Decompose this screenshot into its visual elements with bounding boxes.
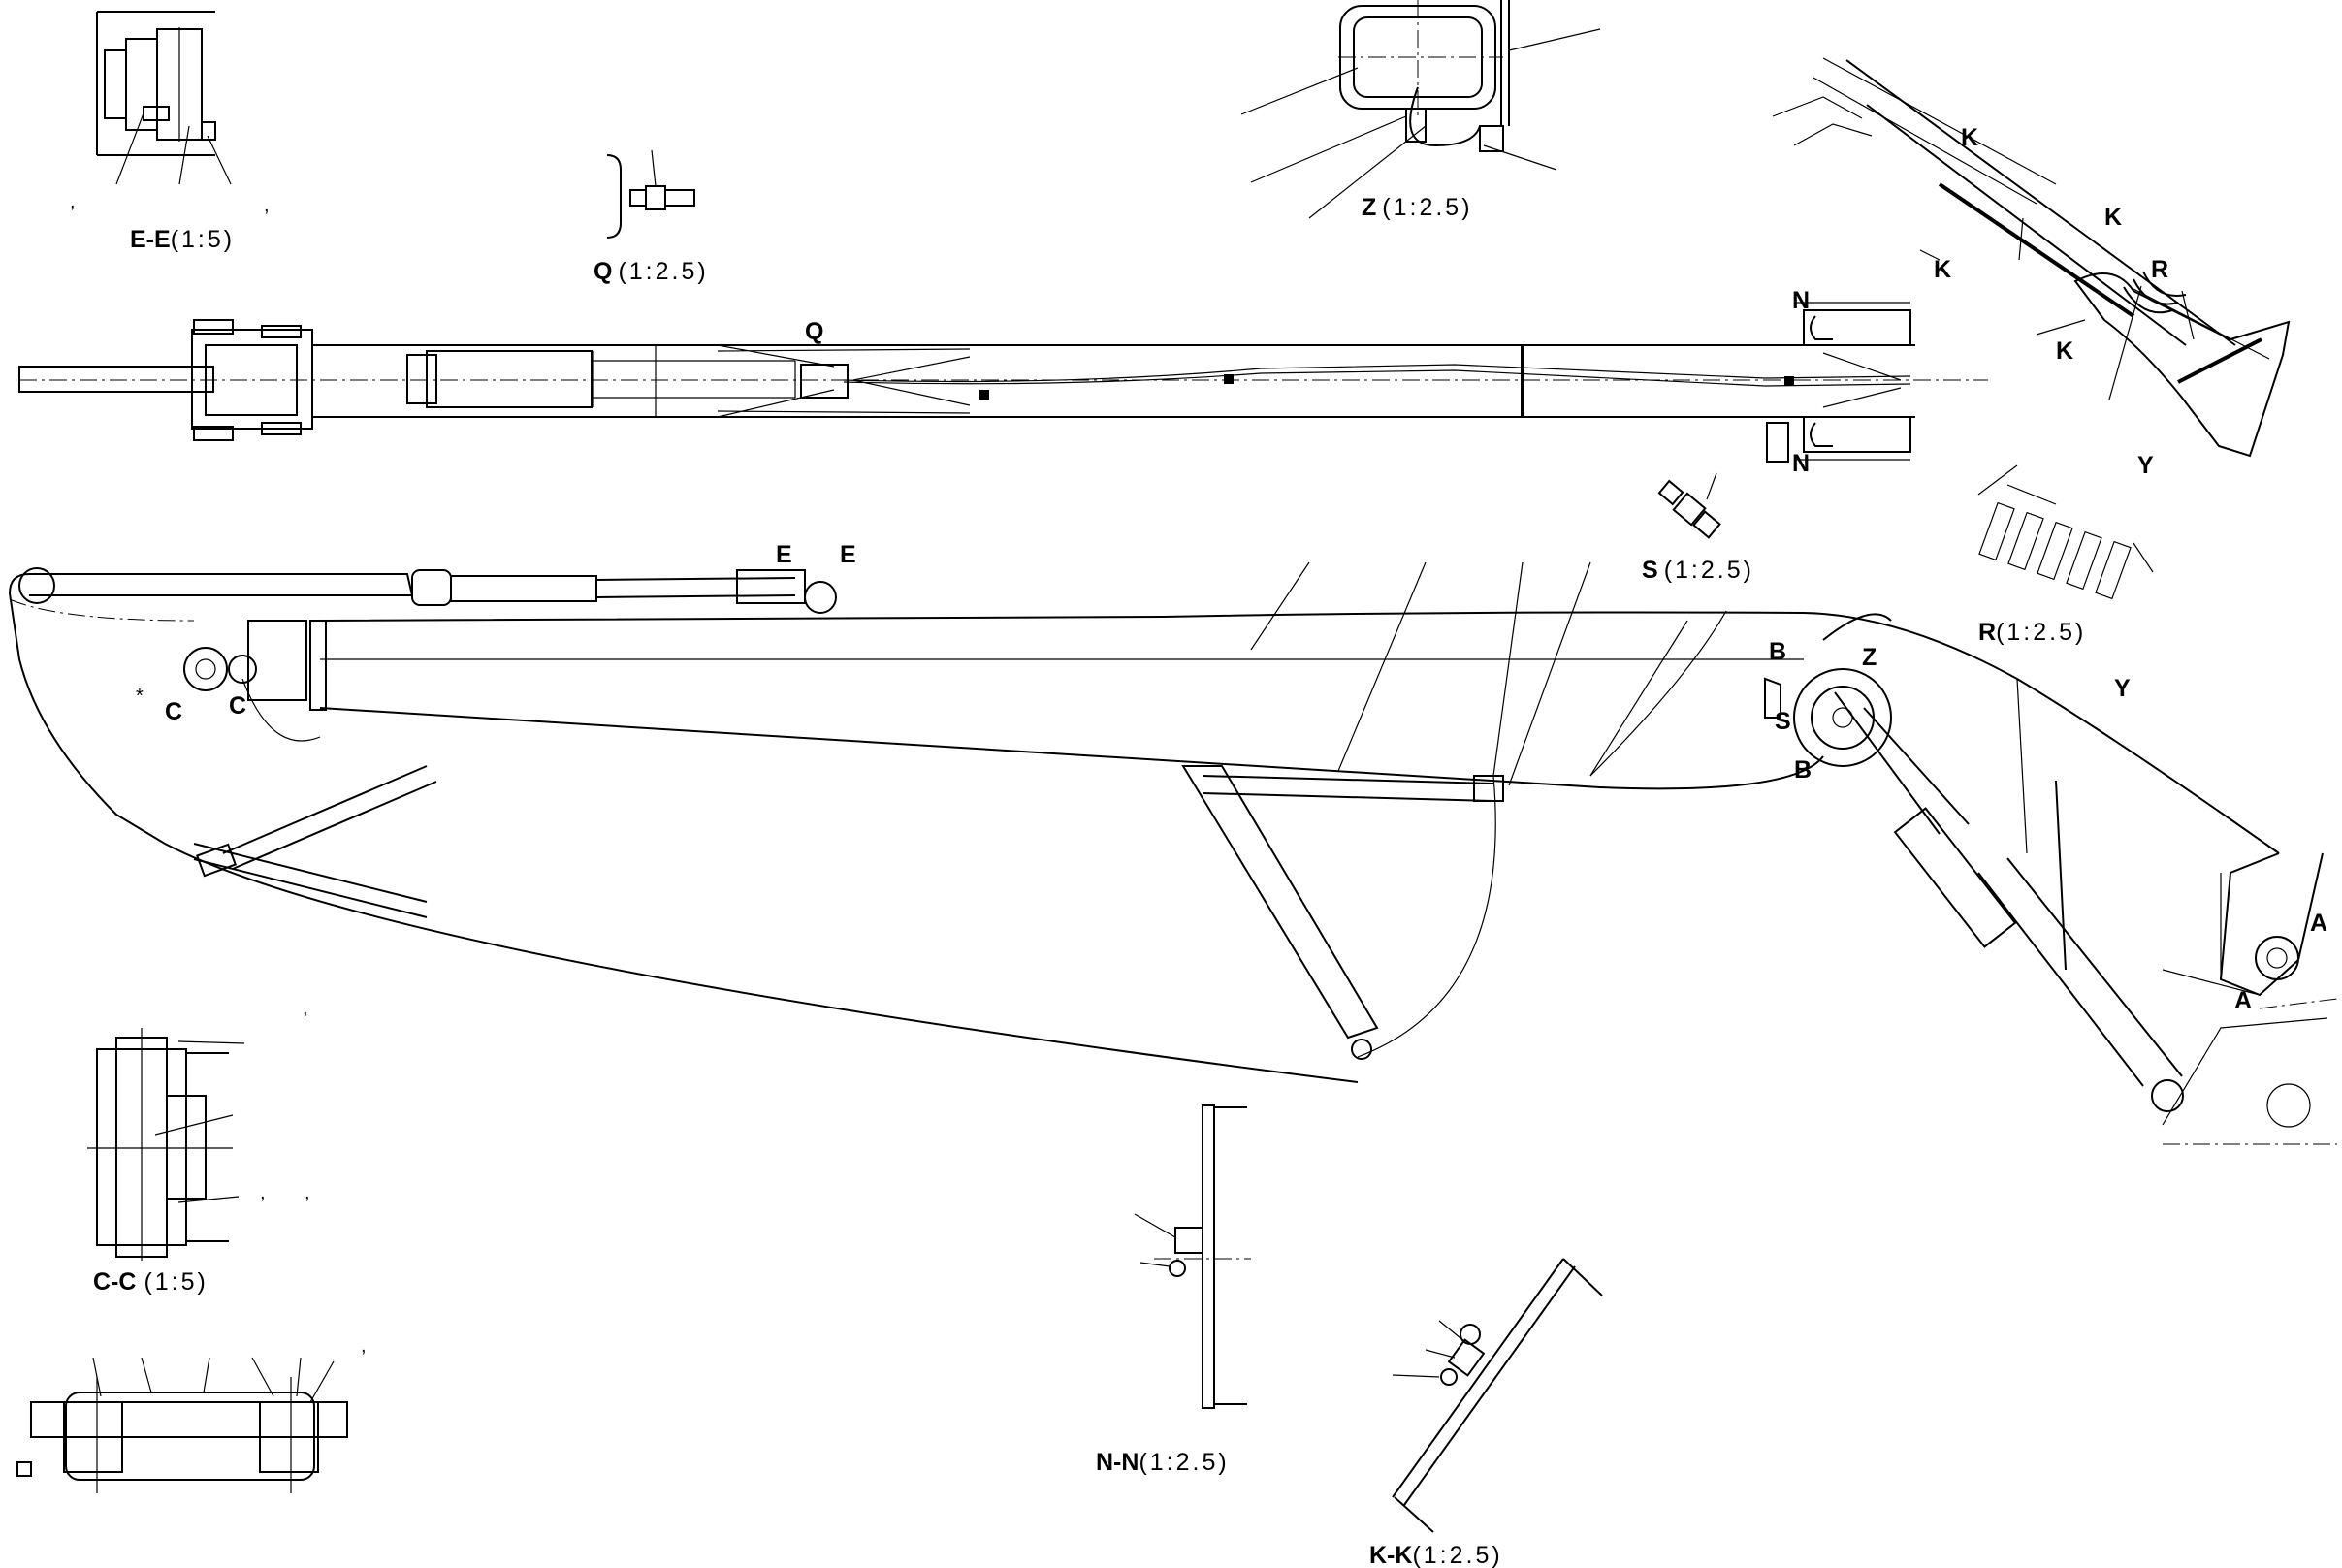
marker-q: Q bbox=[805, 318, 823, 345]
marker-y-side: Y bbox=[2114, 675, 2131, 702]
view-label-nn: N-N(1:2.5) bbox=[1096, 1449, 1230, 1476]
marker-n-top: N bbox=[1792, 287, 1810, 314]
cc-comma-3: , bbox=[305, 1182, 310, 1203]
marker-c-2: C bbox=[229, 692, 246, 720]
detail-pin-bottom: , bbox=[16, 1335, 367, 1493]
marker-z-side: Z bbox=[1862, 644, 1877, 671]
marker-a-2: A bbox=[2234, 987, 2252, 1014]
detail-kk: K-K(1:2.5) bbox=[1369, 1258, 1603, 1568]
detail-nn: N-N(1:2.5) bbox=[1096, 1104, 1251, 1476]
view-label-s: S(1:2.5) bbox=[1642, 557, 1754, 584]
detail-cc: , , , C-C(1:5) bbox=[87, 998, 310, 1296]
detail-q: Q(1:2.5) bbox=[594, 149, 709, 285]
view-label-z: Z(1:2.5) bbox=[1362, 194, 1473, 221]
marker-b-2: B bbox=[1794, 756, 1812, 784]
pin-comma: , bbox=[361, 1335, 367, 1357]
view-label-q: Q(1:2.5) bbox=[594, 258, 709, 285]
plan-view-boom: Q N N bbox=[18, 287, 1988, 477]
detail-boom-tip-top: K K K K R Y bbox=[1772, 57, 2291, 479]
marker-e-2: E bbox=[840, 541, 856, 568]
marker-k-1: K bbox=[1961, 124, 1978, 151]
marker-c-1: C bbox=[165, 698, 182, 725]
marker-k-3: K bbox=[1934, 256, 1951, 283]
side-view-boom: E E C C * B Z S B Y A A bbox=[9, 541, 2338, 1145]
cc-comma-2: , bbox=[260, 1182, 266, 1203]
view-label-r: R(1:2.5) bbox=[1978, 619, 2086, 646]
detail-ee: , , E-E(1:5) bbox=[70, 11, 270, 253]
marker-b-1: B bbox=[1769, 638, 1786, 665]
marker-r-top: R bbox=[2151, 256, 2168, 283]
detail-r: R(1:2.5) bbox=[1977, 464, 2154, 646]
detail-s: S(1:2.5) bbox=[1642, 472, 1754, 584]
detail-z: Z(1:2.5) bbox=[1240, 0, 1601, 221]
marker-k-2: K bbox=[2104, 204, 2122, 231]
marker-n-bottom: N bbox=[1792, 450, 1810, 477]
ee-comma-right: , bbox=[264, 195, 270, 216]
view-label-ee: E-E(1:5) bbox=[130, 226, 235, 253]
asterisk-mark: * bbox=[136, 686, 144, 707]
ee-comma-left: , bbox=[70, 191, 76, 212]
marker-y-top: Y bbox=[2137, 452, 2154, 479]
cc-comma-1: , bbox=[303, 998, 308, 1019]
marker-k-4: K bbox=[2056, 337, 2073, 365]
marker-a-1: A bbox=[2310, 910, 2327, 937]
marker-s-side: S bbox=[1775, 708, 1791, 735]
view-label-kk: K-K(1:2.5) bbox=[1369, 1542, 1503, 1568]
view-label-cc: C-C(1:5) bbox=[93, 1268, 209, 1296]
marker-e-1: E bbox=[776, 541, 792, 568]
